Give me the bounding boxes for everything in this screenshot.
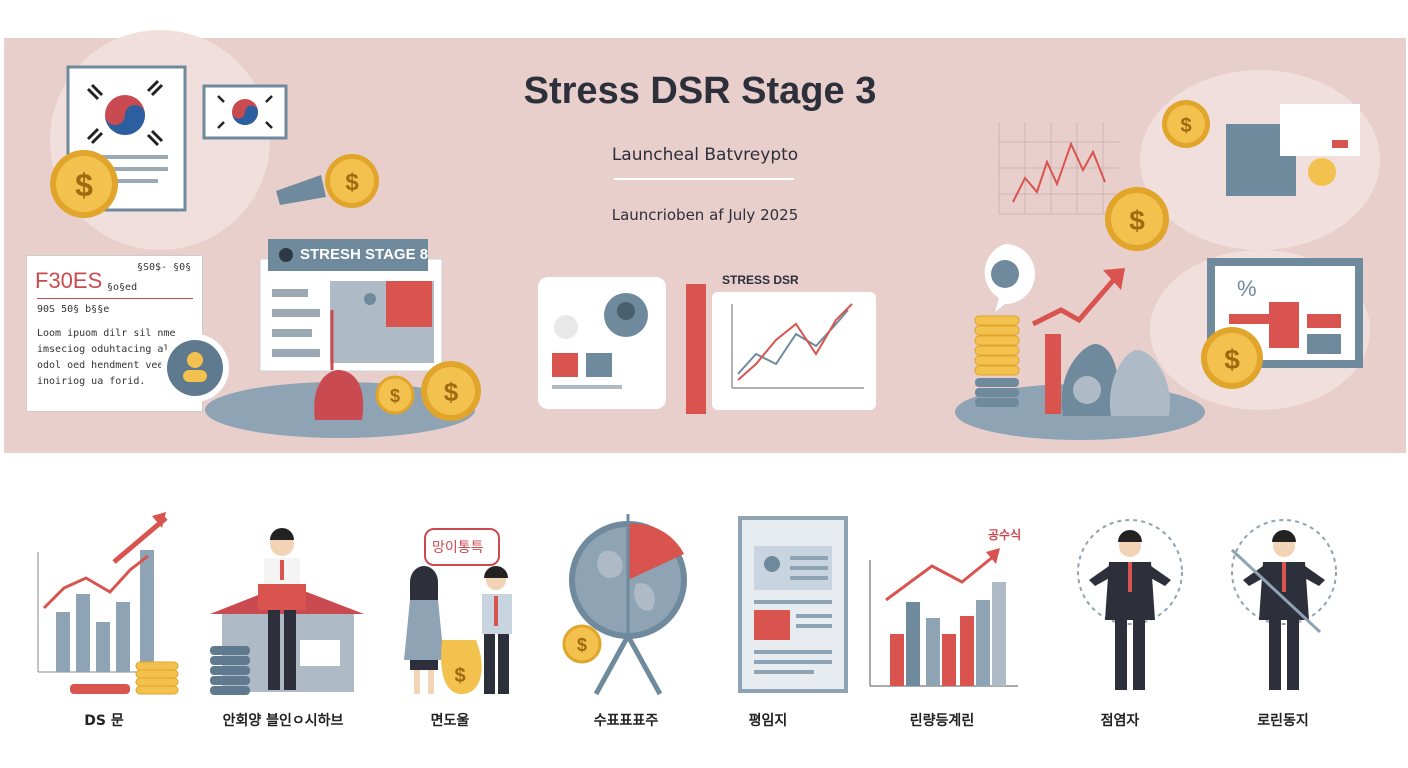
caption-person: 점염자 <box>1100 713 1140 729</box>
card-line: inoiriog ua forid. <box>37 376 146 387</box>
dollar-coin-icon: $ <box>1201 327 1263 389</box>
trend-chart-icon <box>998 122 1119 215</box>
svg-text:$: $ <box>390 386 400 406</box>
card-line: imseciog oduhtacing alit. <box>37 344 188 355</box>
chart-tag: 공수식 <box>988 528 1022 542</box>
card-line: 90S 50§ b§§e <box>37 304 110 315</box>
svg-text:$: $ <box>454 665 465 687</box>
card-line: odol oed hendment vee, <box>37 360 170 371</box>
dollar-coin-icon: $ <box>375 375 415 415</box>
grouped-bar-chart-icon <box>869 548 1018 687</box>
dollar-coin-icon: $ <box>421 361 481 421</box>
subtitle-divider <box>614 178 794 180</box>
caption-bar-chart: 린량등계린 <box>909 713 975 729</box>
card-tag: §S0$- §0§ <box>137 262 192 273</box>
card-line: Loom ipuom dilr sil nme <box>37 328 176 339</box>
envelope-chat-icon: $ <box>1162 100 1360 196</box>
profile-card <box>538 277 666 409</box>
svg-text:$: $ <box>1224 344 1240 375</box>
svg-text:$: $ <box>1129 205 1145 236</box>
korean-flag-icon <box>202 84 288 140</box>
stage-panel <box>259 239 443 372</box>
dollar-coin-icon: $ <box>50 150 118 218</box>
consultation-icon: $ <box>404 566 512 694</box>
caption-document: 평임지 <box>748 713 788 729</box>
subtitle: Launcheal Batvreypto <box>611 145 799 165</box>
money-stack-icon <box>974 244 1171 416</box>
chart-label: STRESS DSR <box>722 273 799 287</box>
stage-panel-label: STRESH STAGE 8 <box>300 246 429 263</box>
svg-text:$: $ <box>444 377 459 407</box>
page-title: Stress DSR Stage 3 <box>523 70 877 112</box>
caption-homeowner: 안회양 블인ㅇ시하브 <box>222 713 344 729</box>
speech-bubble: 망이통특 <box>424 528 500 566</box>
line-chart-icon <box>686 284 876 414</box>
svg-text:$: $ <box>577 635 587 655</box>
business-person-icon <box>1230 519 1337 690</box>
svg-text:$: $ <box>1180 115 1191 137</box>
megaphone-icon <box>276 175 326 205</box>
caption-person-2: 로린동지 <box>1257 713 1309 729</box>
caption-globe: 수표표표주 <box>593 713 659 729</box>
svg-text:$: $ <box>75 167 93 203</box>
caption-consultation: 면도울 <box>430 713 470 729</box>
dollar-coin-icon: $ <box>325 154 379 208</box>
card-divider <box>37 298 193 299</box>
svg-text:$: $ <box>345 169 359 196</box>
svg-text:%: % <box>1237 276 1257 301</box>
card-tag: §o§ed <box>107 282 138 293</box>
caption-dsr: DS 문 <box>84 713 124 729</box>
money-bag-icon <box>314 310 364 420</box>
card-heading: F30ES <box>35 268 103 293</box>
speech-bubble-label: 망이통특 <box>432 540 484 556</box>
bar-chart-growth-icon <box>37 512 179 695</box>
person-badge-icon <box>161 334 229 402</box>
launch-date: Launcrioben af July 2025 <box>611 206 799 224</box>
business-person-icon <box>1077 519 1183 690</box>
dollar-coin-icon: $ <box>1105 187 1169 251</box>
homeowner-icon <box>210 528 364 695</box>
globe-pie-icon: $ <box>562 514 687 696</box>
document-icon <box>738 516 848 693</box>
